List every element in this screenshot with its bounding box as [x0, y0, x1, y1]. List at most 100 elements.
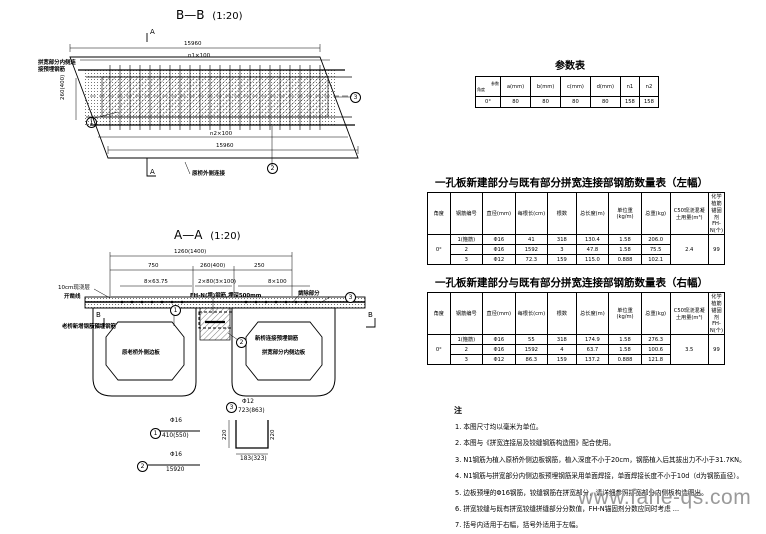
tl-h-count: 根数 — [547, 192, 577, 235]
note-2: 2. 本图与《拼宽连接层及铰缝钢筋构造图》配合使用。 — [455, 439, 616, 448]
tl-angle: 0° — [427, 234, 451, 265]
tr-h-total: 总长度(m) — [575, 292, 610, 335]
tr-h-angle: 角度 — [427, 292, 451, 335]
bb-label-left: 拼宽部分内侧连接预埋钢筋 — [38, 60, 76, 73]
tr-r2-c6: 1.58 — [608, 344, 642, 355]
detail-bar1-len: 410(550) — [162, 433, 189, 439]
tl-r2-c6: 1.58 — [608, 244, 642, 255]
aa-label-lap: 凿除部分 — [298, 291, 320, 297]
tr-r2-c5: 63.7 — [575, 344, 610, 355]
tr-r1-c3: 55 — [514, 334, 549, 345]
tr-r1-c6: 1.58 — [608, 334, 642, 345]
drawing-canvas — [69, 33, 376, 466]
param-val-a: 80 — [499, 96, 532, 108]
tl-r2-c2: Φ16 — [482, 244, 516, 255]
rebar-details — [148, 420, 269, 466]
aa-label-left-beam: 原老桥外侧边板 — [122, 350, 160, 356]
note-1: 1. 本图尺寸均以毫米为单位。 — [455, 423, 543, 431]
tl-h-total: 总长度(m) — [575, 192, 610, 235]
tl-h-unit: 单位重(kg/m) — [608, 192, 642, 235]
aa-dim-250: 250 — [254, 263, 265, 269]
tr-anchor: 99 — [707, 334, 726, 365]
param-val-n2: 158 — [638, 96, 660, 108]
bb-dim-left: 260(400) — [60, 74, 66, 100]
bb-title: B—B (1:20) — [176, 8, 243, 22]
aa-callout-2: 2 — [236, 337, 247, 348]
aa-title-text: A—A — [174, 228, 203, 242]
bb-dim-top: 15960 — [184, 41, 202, 47]
param-val-b: 80 — [530, 96, 562, 108]
aa-dim-8x100: 8×100 — [268, 279, 287, 285]
bb-title-text: B—B — [176, 8, 205, 22]
aa-label-10cm: 10cm现浇层 — [58, 285, 90, 291]
note-5: 5. 边板预埋的Φ16钢筋，铰缝钢筋在拼宽部分，请详细参照拼宽部分内侧板构造图出… — [455, 488, 708, 497]
table-left-title: 一孔板新建部分与既有部分拼宽连接部钢筋数量表（左幅） — [435, 177, 708, 189]
tr-r3-c3: 86.3 — [514, 354, 549, 365]
tr-r1-c5: 174.9 — [575, 334, 610, 345]
param-val-d: 80 — [589, 96, 621, 108]
param-header-n1: n1 — [619, 76, 640, 97]
bb-callout-3: 3 — [350, 92, 361, 103]
tr-r1-c4: 318 — [547, 334, 577, 345]
table-right: 角度 钢筋编号 直径(mm) 每根长(cm) 根数 总长度(m) 单位重(kg/… — [427, 292, 726, 365]
aa-dim-750: 750 — [148, 263, 159, 269]
tr-r1-c1: 1(箍筋) — [449, 334, 484, 345]
aa-section-mark-left: B — [96, 311, 101, 319]
param-header-a: a(mm) — [499, 76, 532, 97]
param-corner-bottom: 角度 — [477, 86, 485, 92]
bb-callout-1: 1 — [86, 117, 97, 128]
tr-angle: 0° — [427, 334, 451, 365]
tl-h-no: 钢筋编号 — [449, 192, 484, 235]
tr-h-anchor: 化学植筋锚固剂FH-N(个) — [707, 292, 726, 335]
tl-h-len: 每根长(cm) — [514, 192, 549, 235]
note-3: 3. N1钢筋为植入原桥外侧边板钢筋，植入深度不小于20cm，钢筋植入后其拔出力… — [455, 455, 746, 464]
aa-label-n1: FH-N(埋)钢筋,埋深500mm — [190, 293, 262, 299]
tr-r3-c6: 0.888 — [608, 354, 642, 365]
aa-label-right-rebar: 新桥连接预埋钢筋 — [255, 336, 299, 342]
aa-scale: (1:20) — [210, 231, 241, 242]
tr-r3-c4: 159 — [547, 354, 577, 365]
param-title: 参数表 — [555, 61, 585, 72]
detail-bar3-dia: Φ12 — [242, 399, 254, 405]
tr-r3-c5: 137.2 — [575, 354, 610, 365]
tl-h-angle: 角度 — [427, 192, 451, 235]
note-6: 6. 拼宽铰缝与既有拼宽铰缝拼缝部分分数值，FH-N锚固剂分数应同时考虑 ... — [455, 505, 680, 514]
aa-label-left-rebar: 老桥新增钢筋预埋钢筋 — [62, 324, 116, 330]
tl-r1-c3: 41 — [514, 234, 549, 245]
tr-r2-c4: 4 — [547, 344, 577, 355]
tl-h-weight: 总重(kg) — [640, 192, 671, 235]
detail-bar2-dia: Φ16 — [170, 452, 182, 458]
param-val-n1: 158 — [619, 96, 640, 108]
tl-h-anchor: 化学植筋锚固剂FH-N(个) — [707, 192, 726, 235]
aa-dim-260: 260(400) — [200, 263, 226, 269]
tl-r1-c2: Φ16 — [482, 234, 516, 245]
param-row-label: 0° — [475, 96, 501, 108]
tr-r2-c2: Φ16 — [482, 344, 516, 355]
tl-r3-c1: 3 — [449, 254, 484, 265]
bb-section-mark-bottom: A — [150, 168, 155, 176]
tl-r2-c7: 75.5 — [640, 244, 671, 255]
tr-h-count: 根数 — [547, 292, 577, 335]
aa-dim-total: 1260(1400) — [174, 249, 207, 255]
tl-r3-c2: Φ12 — [482, 254, 516, 265]
param-table: 参数 角度 a(mm) b(mm) c(mm) d(mm) n1 n2 0° 8… — [475, 76, 660, 108]
tl-r1-c6: 1.58 — [608, 234, 642, 245]
bb-dim-top-sub: n1×100 — [188, 53, 211, 59]
bb-dim-bottom: 15960 — [216, 143, 234, 149]
tr-h-concrete: C50现浇混凝土用量(m³) — [669, 292, 709, 335]
tl-r1-c7: 206.0 — [640, 234, 671, 245]
notes-list: 1. 本图尺寸均以毫米为单位。 2. 本图与《拼宽连接层及铰缝钢筋构造图》配合使… — [455, 419, 746, 534]
tr-r3-c2: Φ12 — [482, 354, 516, 365]
tr-r2-c7: 100.6 — [640, 344, 671, 355]
tl-r3-c5: 115.0 — [575, 254, 610, 265]
param-header-c: c(mm) — [560, 76, 591, 97]
aa-title: A—A (1:20) — [174, 228, 241, 242]
watermark: www.fahe-qs.com — [578, 486, 752, 509]
tl-r2-c3: 1592 — [514, 244, 549, 255]
table-left: 角度 钢筋编号 直径(mm) 每根长(cm) 根数 总长度(m) 单位重(kg/… — [427, 192, 726, 265]
notes-heading: 注 — [454, 406, 462, 415]
tr-h-len: 每根长(cm) — [514, 292, 549, 335]
bb-label-bottom: 原桥外侧连接 — [192, 171, 226, 177]
tl-r3-c6: 0.888 — [608, 254, 642, 265]
tr-h-dia: 直径(mm) — [482, 292, 516, 335]
